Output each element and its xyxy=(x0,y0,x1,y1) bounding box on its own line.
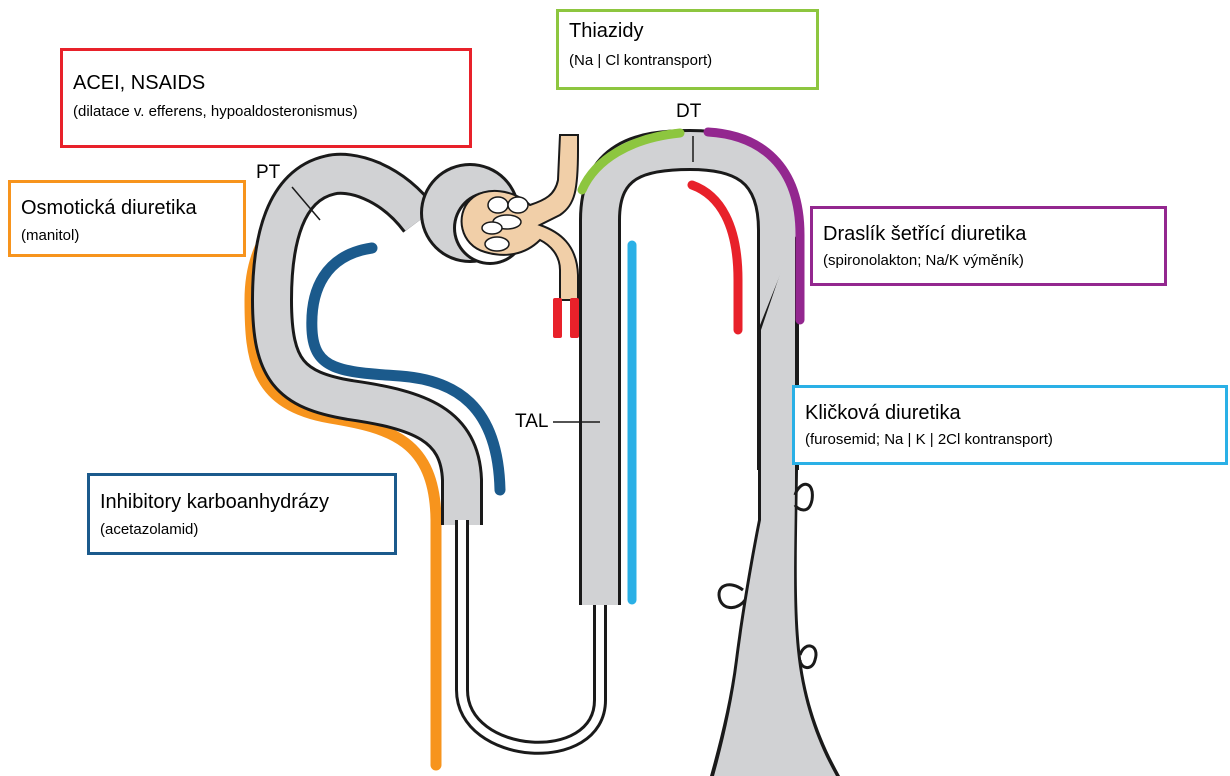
acei-bar xyxy=(692,185,738,330)
thiazide-subtitle: (Na | Cl kontransport) xyxy=(569,52,712,70)
osmotic-box: Osmotická diuretika (manitol) xyxy=(8,180,246,257)
osmotic-title: Osmotická diuretika xyxy=(21,196,197,220)
thick-ascending-limb-distal xyxy=(600,150,778,605)
dt-label: DT xyxy=(676,102,701,122)
duct-branch-2 xyxy=(719,585,745,608)
potassium-box: Draslík šetřící diuretika (spironolakton… xyxy=(810,206,1167,286)
glomerulus-loop-1 xyxy=(488,197,508,213)
thiazide-title: Thiazidy xyxy=(569,19,643,43)
tal-label: TAL xyxy=(515,412,548,432)
duct-branch-1 xyxy=(795,484,812,510)
osmotic-subtitle: (manitol) xyxy=(21,227,79,245)
carbonic-box: Inhibitory karboanhydrázy (acetazolamid) xyxy=(87,473,397,555)
acei-mark-right xyxy=(570,298,579,338)
acei-subtitle: (dilatace v. efferens, hypoaldosteronism… xyxy=(73,103,358,121)
loop-subtitle: (furosemid; Na | K | 2Cl kontransport) xyxy=(805,431,1053,449)
loop-title: Kličková diuretika xyxy=(805,401,961,425)
vessel xyxy=(462,135,578,300)
potassium-subtitle: (spironolakton; Na/K výměník) xyxy=(823,252,1024,270)
acei-mark-left xyxy=(553,298,562,338)
duct-branch-3 xyxy=(800,646,816,668)
pt-label: PT xyxy=(256,163,280,183)
acei-title: ACEI, NSAIDS xyxy=(73,71,205,95)
loop-box: Kličková diuretika (furosemid; Na | K | … xyxy=(792,385,1228,465)
acei-box: ACEI, NSAIDS (dilatace v. efferens, hypo… xyxy=(60,48,472,148)
carbonic-subtitle: (acetazolamid) xyxy=(100,521,198,539)
potassium-title: Draslík šetřící diuretika xyxy=(823,222,1026,246)
thiazide-box: Thiazidy (Na | Cl kontransport) xyxy=(556,9,819,90)
carbonic-title: Inhibitory karboanhydrázy xyxy=(100,490,329,514)
